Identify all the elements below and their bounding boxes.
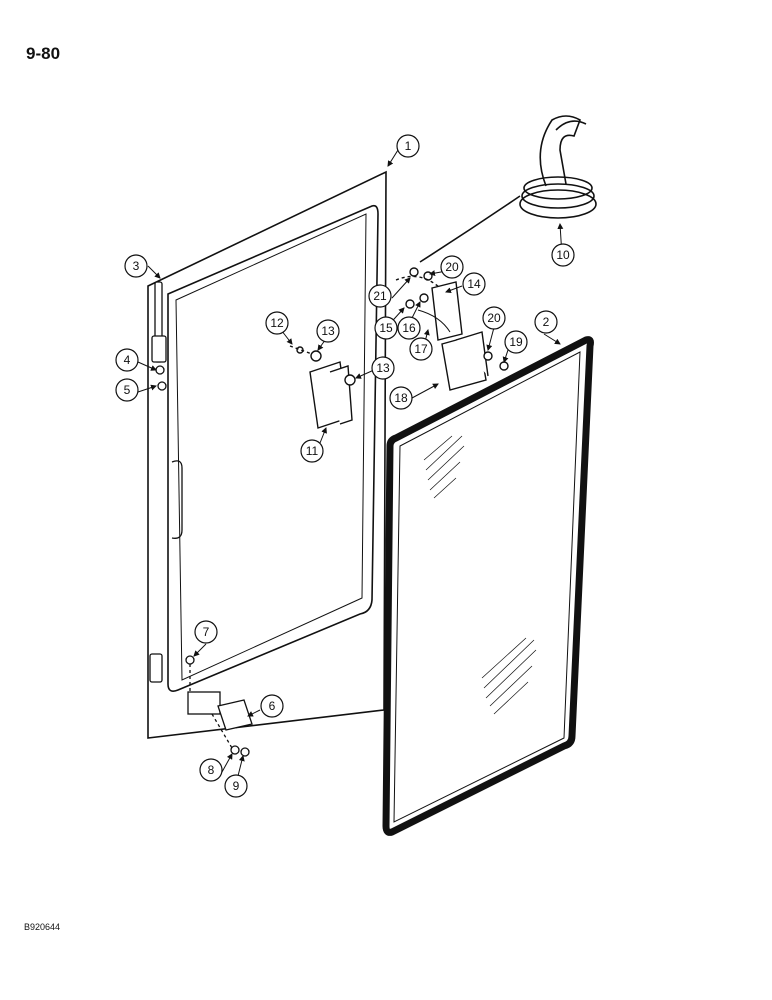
svg-text:10: 10 [556,248,570,262]
svg-text:13: 13 [321,324,335,338]
svg-text:20: 20 [445,260,459,274]
seal-coil [419,115,597,263]
callout-9: 9 [224,774,248,798]
callout-3: 3 [124,254,148,278]
callout-18: 18 [389,386,413,410]
figure-code: B920644 [24,922,61,932]
callout-16: 16 [397,316,421,340]
callout-21: 21 [368,284,392,308]
callout-20: 20 [440,255,464,279]
svg-text:4: 4 [124,353,131,367]
callout-13: 13 [316,319,340,343]
callout-19: 19 [504,330,528,354]
callout-2: 2 [534,310,558,334]
svg-text:17: 17 [414,342,428,356]
svg-text:1: 1 [405,139,412,153]
callout-12: 12 [265,311,289,335]
callout-11: 11 [300,439,324,463]
svg-text:12: 12 [270,316,284,330]
svg-text:11: 11 [306,444,319,458]
svg-text:8: 8 [208,763,215,777]
callout-5: 5 [115,378,139,402]
callout-20b: 20 [482,306,506,330]
callout-1: 1 [396,134,420,158]
svg-text:14: 14 [467,277,481,291]
callout-14: 14 [462,272,486,296]
hinge-brackets [395,267,509,391]
svg-text:15: 15 [379,321,393,335]
svg-text:7: 7 [203,625,210,639]
svg-text:3: 3 [133,259,140,273]
callout-6: 6 [260,694,284,718]
svg-text:18: 18 [394,391,408,405]
svg-text:13: 13 [376,361,390,375]
svg-text:16: 16 [402,321,416,335]
callout-13b: 13 [371,356,395,380]
latch-bracket [289,345,356,429]
svg-text:9: 9 [233,779,240,793]
callout-4: 4 [115,348,139,372]
callout-8: 8 [199,758,223,782]
svg-text:20: 20 [487,311,501,325]
callout-10: 10 [551,243,575,267]
page-number: 9-80 [26,44,61,63]
bottom-catch [185,655,253,757]
callout-7: 7 [194,620,218,644]
callout-15: 15 [374,316,398,340]
callout-17: 17 [409,337,433,361]
svg-text:21: 21 [373,289,387,303]
callout-leaders [137,149,564,785]
glass-panel [382,336,594,836]
svg-text:19: 19 [509,335,523,349]
callout-group: 1 2 3 4 5 6 7 8 9 10 11 12 13 13 14 15 1… [115,134,575,798]
hinge-rod [149,281,167,683]
svg-text:2: 2 [543,315,550,329]
svg-text:5: 5 [124,383,131,397]
door-frame [147,170,387,739]
svg-text:6: 6 [269,699,276,713]
